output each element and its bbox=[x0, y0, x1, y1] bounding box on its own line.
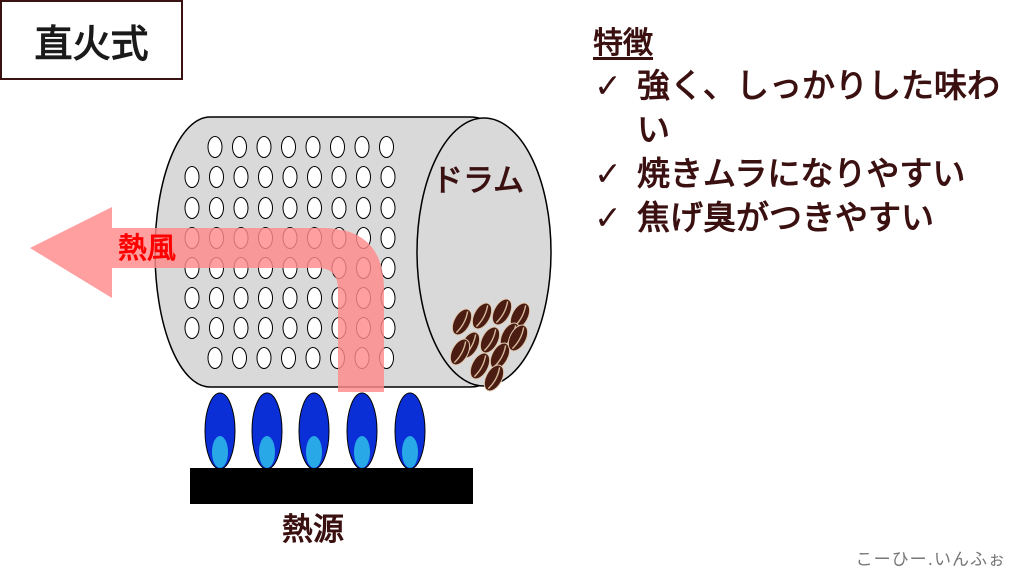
flames bbox=[204, 392, 426, 470]
drum-hole bbox=[258, 317, 273, 339]
drum-hole bbox=[356, 166, 371, 188]
drum-hole bbox=[331, 166, 347, 188]
drum-hole bbox=[330, 136, 345, 158]
drum-hole bbox=[281, 136, 296, 158]
drum-hole bbox=[305, 347, 321, 369]
drum-hole bbox=[258, 287, 273, 309]
feature-item: ✓ 焦げ臭がつきやすい bbox=[593, 196, 1013, 240]
drum-hole bbox=[256, 347, 272, 369]
coffee-bean bbox=[489, 342, 511, 370]
drum-hole bbox=[209, 287, 224, 309]
coffee-bean bbox=[507, 324, 529, 352]
feature-text: 焼きムラになりやすい bbox=[637, 154, 966, 193]
flame-inner bbox=[259, 436, 275, 468]
drum-hole bbox=[184, 166, 200, 188]
features-list: ✓ 強く、しっかりした味わい ✓ 焼きムラになりやすい ✓ 焦げ臭がつきやすい bbox=[593, 64, 1013, 240]
heat-source-label: 熱源 bbox=[282, 512, 344, 548]
drum-label: ドラム bbox=[432, 163, 524, 199]
flame-inner bbox=[354, 436, 370, 468]
bean-crease bbox=[475, 305, 489, 328]
drum-hole bbox=[258, 166, 273, 188]
drum-hole bbox=[209, 197, 224, 219]
check-icon: ✓ bbox=[594, 198, 622, 237]
check-icon: ✓ bbox=[594, 154, 622, 193]
coffee-bean bbox=[479, 326, 501, 354]
site-watermark: こーひー.いんふぉ bbox=[855, 550, 1006, 570]
drum-hole bbox=[305, 136, 321, 158]
coffee-bean bbox=[451, 308, 473, 336]
drum-hole bbox=[380, 197, 396, 219]
bean-crease bbox=[453, 341, 467, 364]
drum-hole bbox=[307, 166, 322, 188]
drum-hole bbox=[233, 166, 249, 188]
burner-plate bbox=[190, 468, 473, 504]
drum-hole bbox=[307, 197, 322, 219]
drum-hole bbox=[233, 197, 249, 219]
drum-hole bbox=[207, 347, 223, 369]
coffee-beans bbox=[449, 298, 531, 392]
drum-hole bbox=[281, 347, 296, 369]
drum-hole bbox=[233, 317, 249, 339]
drum-hole bbox=[380, 257, 396, 279]
feature-text: 強く、しっかりした味わい bbox=[637, 66, 1000, 149]
flame-inner bbox=[402, 436, 418, 468]
features-heading: 特徴 bbox=[593, 26, 653, 61]
flame-inner bbox=[306, 436, 322, 468]
drum-hole bbox=[356, 197, 371, 219]
drum-hole bbox=[307, 287, 322, 309]
feature-item: ✓ 焼きムラになりやすい bbox=[593, 152, 1013, 196]
bean-crease bbox=[483, 329, 497, 352]
page-title: 直火式 bbox=[0, 0, 183, 80]
drum-hole bbox=[331, 197, 347, 219]
drum-hole bbox=[282, 197, 298, 219]
drum-hole bbox=[209, 166, 224, 188]
bean-crease bbox=[473, 355, 487, 378]
coffee-bean bbox=[471, 302, 493, 330]
coffee-bean bbox=[469, 352, 491, 380]
coffee-bean bbox=[483, 364, 505, 392]
drum-hole bbox=[380, 227, 396, 249]
bean-crease bbox=[495, 301, 509, 324]
features-panel: 特徴 ✓ 強く、しっかりした味わい ✓ 焼きムラになりやすい ✓ 焦げ臭がつきや… bbox=[593, 18, 1013, 240]
drum-hole bbox=[184, 287, 200, 309]
hot-air-arrow bbox=[30, 207, 384, 392]
drum-hole bbox=[307, 317, 322, 339]
coffee-bean bbox=[449, 338, 471, 366]
drum-hole bbox=[256, 136, 272, 158]
drum-hole bbox=[379, 136, 394, 158]
feature-item: ✓ 強く、しっかりした味わい bbox=[593, 64, 1013, 152]
drum-hole bbox=[232, 347, 247, 369]
drum-hole bbox=[184, 317, 200, 339]
drum-hole bbox=[282, 317, 298, 339]
flame-inner bbox=[212, 436, 228, 468]
drum-hole bbox=[184, 197, 200, 219]
bean-crease bbox=[487, 367, 501, 390]
drum-hole bbox=[380, 166, 396, 188]
feature-text: 焦げ臭がつきやすい bbox=[637, 198, 934, 237]
drum-hole bbox=[233, 287, 249, 309]
drum-hole bbox=[232, 136, 247, 158]
drum-hole bbox=[354, 136, 370, 158]
drum-hole bbox=[282, 166, 298, 188]
check-icon: ✓ bbox=[594, 66, 622, 105]
drum-hole bbox=[282, 287, 298, 309]
bean-crease bbox=[511, 327, 525, 350]
hot-air-label: 熱風 bbox=[118, 231, 176, 265]
coffee-bean bbox=[491, 298, 513, 326]
drum-hole bbox=[207, 136, 223, 158]
bean-crease bbox=[455, 311, 469, 334]
drum-hole bbox=[209, 317, 224, 339]
drum-hole bbox=[258, 197, 273, 219]
